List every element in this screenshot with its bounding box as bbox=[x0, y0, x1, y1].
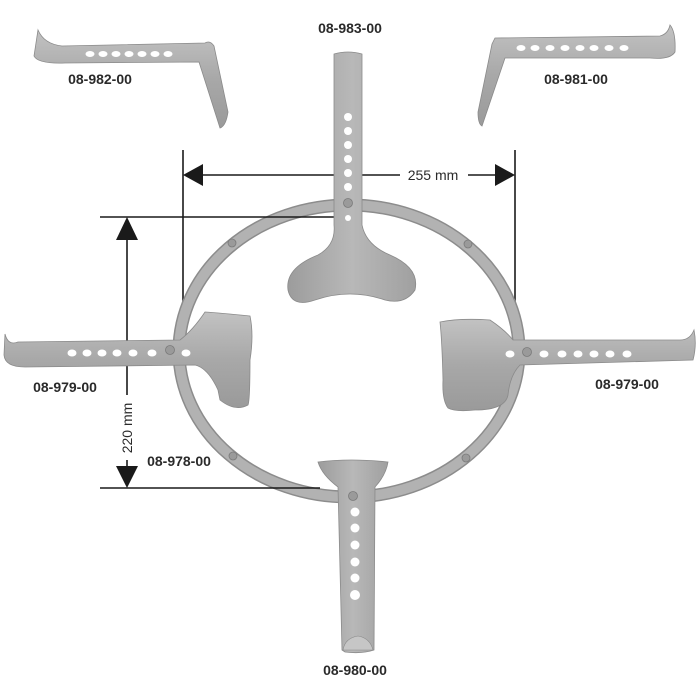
lateral-blade-right-holes bbox=[505, 350, 632, 358]
angled-blade-right-holes bbox=[516, 45, 629, 51]
ring-rivet bbox=[463, 239, 473, 249]
label-lateral-blade-right: 08-979-00 bbox=[595, 376, 659, 392]
ring-rivet bbox=[228, 451, 238, 461]
label-angled-blade-right: 08-981-00 bbox=[544, 71, 608, 87]
arrow-down-icon bbox=[116, 466, 138, 488]
arrow-up-icon bbox=[116, 217, 138, 240]
arrow-right-icon bbox=[495, 164, 515, 186]
angled-blade-right bbox=[477, 24, 676, 127]
bottom-blade bbox=[317, 459, 389, 654]
lateral-blade-right bbox=[439, 318, 696, 412]
label-bottom-blade: 08-980-00 bbox=[323, 662, 387, 678]
angled-blade-left bbox=[33, 28, 229, 129]
label-lateral-blade-left: 08-979-00 bbox=[33, 379, 97, 395]
top-blade bbox=[287, 51, 417, 303]
label-ring: 08-978-00 bbox=[147, 453, 211, 469]
height-dimension-label: 220 mm bbox=[119, 403, 135, 454]
width-dimension-label: 255 mm bbox=[408, 167, 459, 183]
ring-rivet bbox=[461, 453, 471, 463]
label-angled-blade-left: 08-982-00 bbox=[68, 71, 132, 87]
height-dimension: 220 mm bbox=[100, 216, 340, 489]
angled-blade-left-holes bbox=[85, 51, 173, 57]
bottom-blade-holes bbox=[350, 507, 360, 600]
ring-rivet bbox=[227, 238, 237, 248]
lateral-blade-left bbox=[3, 311, 253, 408]
arrow-left-icon bbox=[183, 164, 203, 186]
width-dimension: 255 mm bbox=[182, 150, 516, 340]
lateral-blade-left-holes bbox=[67, 349, 191, 357]
label-top-blade: 08-983-00 bbox=[318, 20, 382, 36]
top-blade-holes bbox=[344, 113, 352, 221]
